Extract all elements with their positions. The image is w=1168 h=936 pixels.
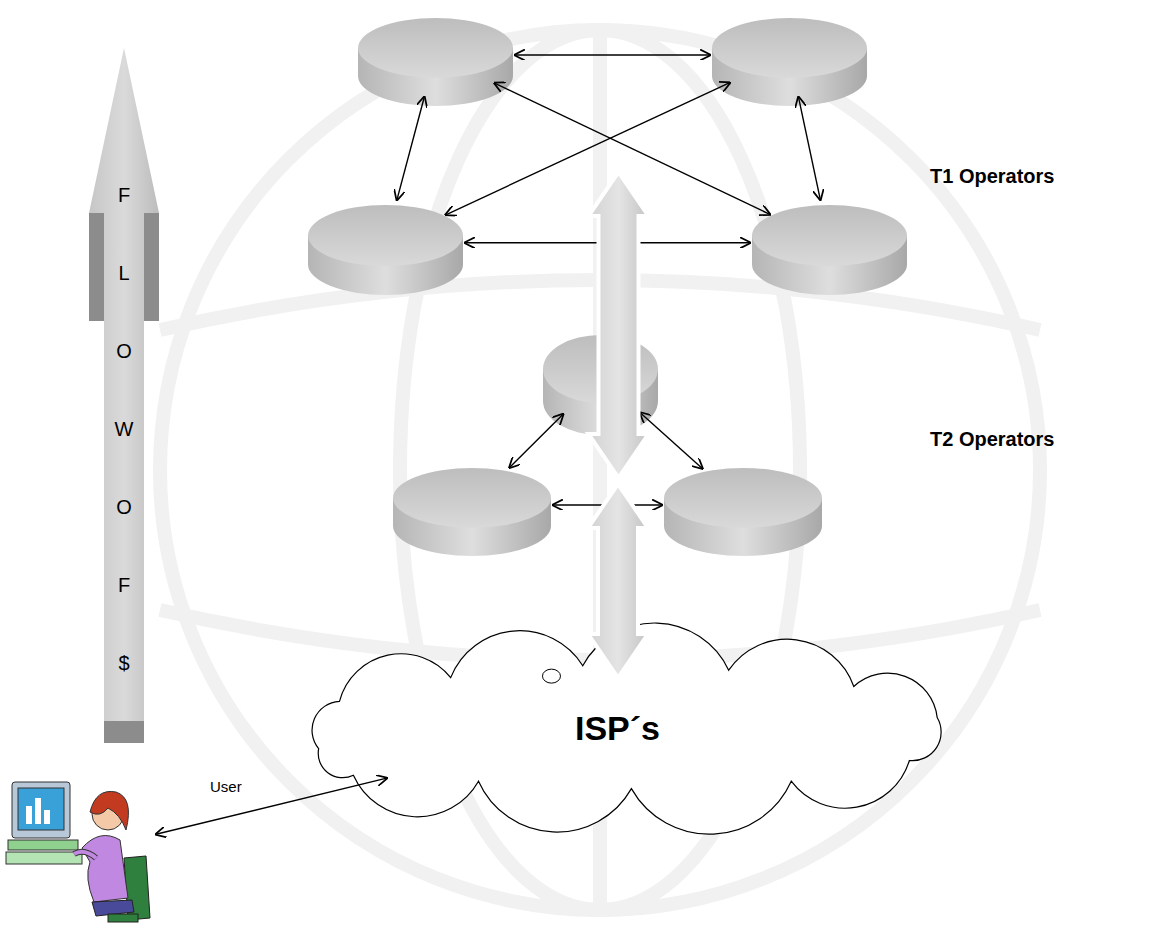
operator-cylinder [712,18,867,106]
operator-cylinder-shape [752,205,907,295]
operator-cylinder [543,335,658,435]
cylinder-top [543,335,658,403]
operator-cylinder [308,205,463,295]
connector-arrow [640,413,702,469]
operator-cylinder [752,205,907,295]
connector-arrow [465,242,750,243]
user-icon [6,782,150,922]
cylinder-top [358,18,513,78]
connector-arrow [397,97,424,200]
flow-arrow-body [89,48,159,743]
cloud-puff [542,669,560,683]
operator-cylinder [664,468,822,556]
cylinder-top [393,468,551,528]
operator-cylinder [358,18,513,106]
flow-arrow-shade [104,721,144,743]
user-figure-shape [4,778,154,928]
connector-arrow [495,83,770,214]
flow-arrow-shape [88,48,160,743]
flow-arrow-shade [89,213,104,321]
connector-arrow [446,83,730,215]
connector-arrow [553,504,662,505]
operator-cylinder [393,468,551,556]
operator-cylinder-shape [664,468,822,556]
operator-cylinder-shape [393,468,551,556]
flow-label: FLOW OF $ [114,156,134,702]
operator-cylinder-shape [543,335,658,435]
flow-arrow-shade [144,213,159,321]
connector-arrow [798,97,820,200]
user-label: User [210,778,242,795]
isp-label: ISP´s [270,709,965,748]
cylinder-top [308,205,463,266]
cylinder-top [664,468,822,528]
isp-cloud: ISP´s [270,648,965,796]
connector-arrow [510,414,564,467]
cylinder-top [712,18,867,78]
operator-cylinder-shape [358,18,513,106]
operator-cylinder-shape [308,205,463,295]
user-figure: User [4,778,154,928]
cylinder-top [752,205,907,266]
tier-label: T1 Operators [930,165,1054,188]
connector-arrow [515,54,710,55]
tier-label: T2 Operators [930,428,1054,451]
operator-cylinder-shape [712,18,867,106]
flow-arrow: FLOW OF $ [88,48,160,743]
connector-arrow [156,778,387,834]
